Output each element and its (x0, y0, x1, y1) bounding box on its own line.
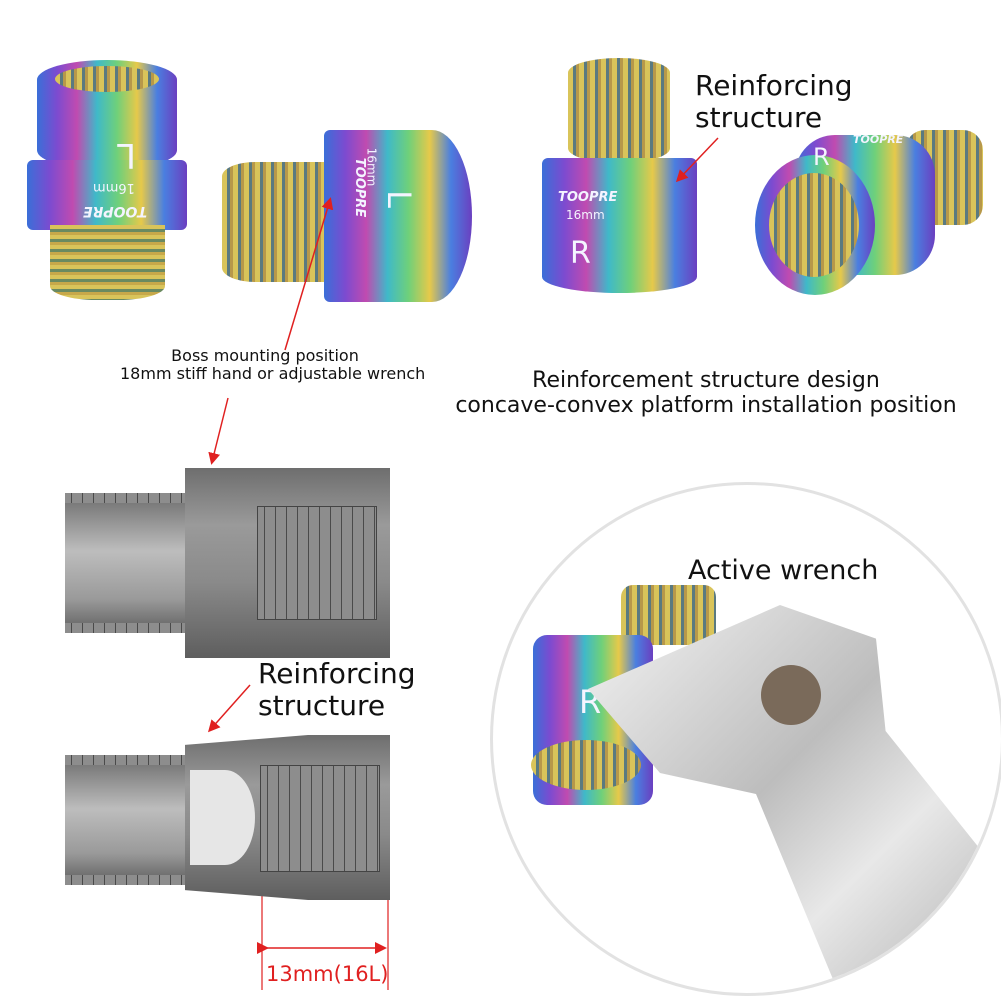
wrench (588, 605, 1001, 993)
right-letter: R (813, 143, 830, 171)
callout-line: structure (258, 689, 386, 723)
wrench-inset-circle: R (490, 482, 1001, 996)
callout-line: concave-convex platform installation pos… (455, 393, 957, 419)
right-letter: R (570, 236, 591, 271)
reinforcement-design-callout: Reinforcement structure design concave-c… (440, 368, 972, 419)
callout-line: 18mm stiff hand or adjustable wrench (120, 364, 426, 384)
reinforcing-structure-diagram-callout: Reinforcing structure (258, 657, 416, 723)
adapter-photo-right-vertical: TOOPRE 16mm R (540, 58, 700, 298)
adapter-photo-right-angled: R TOOPRE (755, 125, 985, 295)
reinforcing-structure-callout: Reinforcing structure (695, 69, 853, 135)
cross-section-standard (65, 468, 390, 658)
arrow-reinforcing-diagram (208, 684, 251, 733)
size-marking: 16mm (566, 208, 605, 222)
adapter-photo-left-vertical: L 16mm TOOPRE (25, 60, 190, 300)
callout-line: Reinforcing (695, 69, 853, 102)
callout-line: Reinforcing (258, 657, 416, 690)
cross-section-reinforced (65, 735, 390, 900)
callout-line: Reinforcement structure design (532, 368, 880, 393)
brand-marking: TOOPRE (558, 190, 618, 205)
boss-mounting-callout: Boss mounting position 18mm stiff hand o… (120, 346, 426, 384)
arrow-reinforcing-top (675, 137, 719, 183)
brand-marking: TOOPRE (853, 133, 904, 146)
arrow-boss-mounting (284, 197, 334, 351)
callout-line: Boss mounting position (171, 346, 359, 365)
dimension-label: 13mm(16L) (266, 962, 389, 986)
arrow-boss-diagram (208, 397, 229, 465)
adapter-photo-left-horizontal: TOOPRE 16mm L (222, 130, 472, 305)
callout-line: structure (695, 101, 823, 135)
active-wrench-callout: Active wrench (688, 555, 879, 586)
